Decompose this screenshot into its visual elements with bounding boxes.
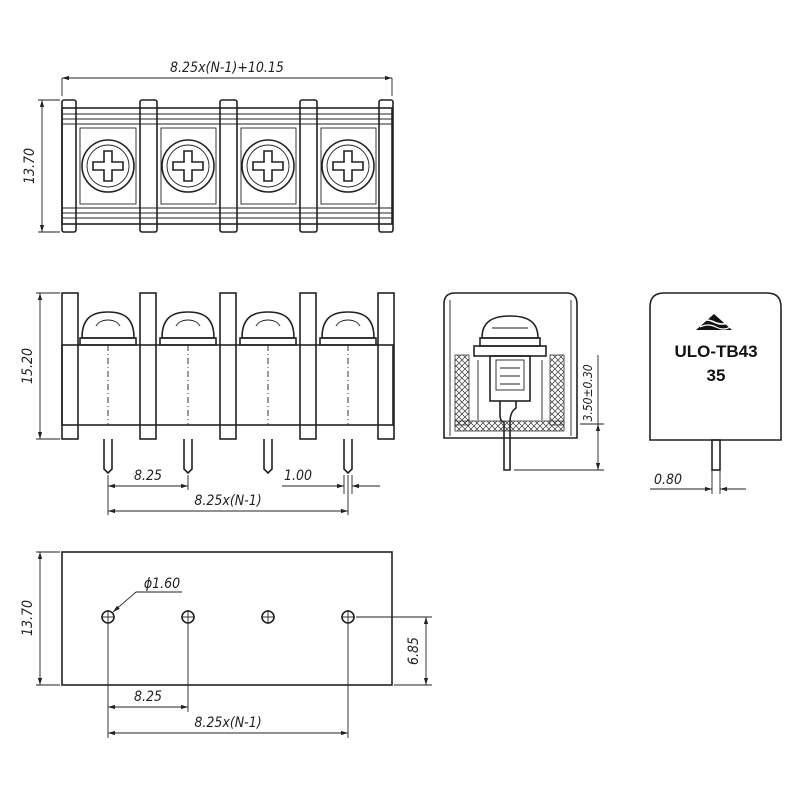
screw-head-icon xyxy=(79,311,137,425)
top-view: 8.25x(N-1)+10.15 13.70 xyxy=(22,60,394,233)
barrier xyxy=(299,99,318,233)
pin xyxy=(183,439,193,475)
front-base xyxy=(61,344,394,426)
bottom-pitch-total-label: 8.25x(N-1) xyxy=(194,715,261,731)
section-wall xyxy=(454,354,470,426)
side-screw-head xyxy=(481,315,539,339)
front-pitch-label: 8.25 xyxy=(134,468,162,484)
pin-hole-icon xyxy=(181,610,195,624)
screw-head-icon xyxy=(159,311,217,425)
barrier xyxy=(139,292,157,440)
screw-icon xyxy=(79,127,137,205)
product-variant-label: 35 xyxy=(707,366,726,385)
pin-hole-icon xyxy=(341,610,355,624)
barrier xyxy=(219,99,238,233)
side-section-view: 3.50±0.30 xyxy=(443,292,604,471)
front-pitch-total-label: 8.25x(N-1) xyxy=(194,493,261,509)
product-model-label: ULO-TB43 xyxy=(674,342,757,361)
product-pin xyxy=(711,439,721,471)
bottom-height-label: 13.70 xyxy=(20,600,36,636)
barrier xyxy=(377,292,395,440)
top-height-label: 13.70 xyxy=(22,148,38,184)
ulo-wave-logo-icon xyxy=(696,314,732,330)
front-height-label: 15.20 xyxy=(20,348,36,384)
barrier xyxy=(61,292,79,440)
bottom-hole-offset-label: 6.85 xyxy=(406,637,422,665)
pin-width-label: 1.00 xyxy=(284,468,312,484)
barrier xyxy=(219,292,237,440)
pin-thickness-label: 0.80 xyxy=(654,472,682,488)
screw-icon xyxy=(160,127,217,205)
product-housing xyxy=(649,292,782,441)
bottom-body-outline xyxy=(61,551,393,686)
side-pin xyxy=(499,401,517,471)
barrier xyxy=(61,99,77,233)
product-side-view: ULO-TB43 35 0.80 xyxy=(649,292,782,494)
barrier xyxy=(378,99,394,233)
top-body-outline xyxy=(61,107,393,225)
barrier xyxy=(139,99,158,233)
side-housing xyxy=(443,292,578,439)
screw-head-icon xyxy=(239,311,297,425)
bottom-view: 13.70 ϕ1.60 6.85 8.25 xyxy=(20,551,432,738)
barrier xyxy=(299,292,317,440)
top-width-label: 8.25x(N-1)+10.15 xyxy=(170,60,284,76)
pin-hole-icon xyxy=(261,610,275,624)
screw-icon xyxy=(320,127,377,205)
screw-icon xyxy=(240,127,297,205)
hole-diameter-label: ϕ1.60 xyxy=(144,576,180,592)
bottom-pitch-label: 8.25 xyxy=(134,689,162,705)
pin xyxy=(263,439,273,475)
front-view: 15.20 xyxy=(20,292,395,515)
pin xyxy=(103,439,113,475)
screw-head-icon xyxy=(319,311,377,425)
side-pin-length-label: 3.50±0.30 xyxy=(581,364,595,421)
pin xyxy=(343,439,353,475)
section-wall xyxy=(549,354,565,426)
pin-hole-icon xyxy=(101,610,115,624)
